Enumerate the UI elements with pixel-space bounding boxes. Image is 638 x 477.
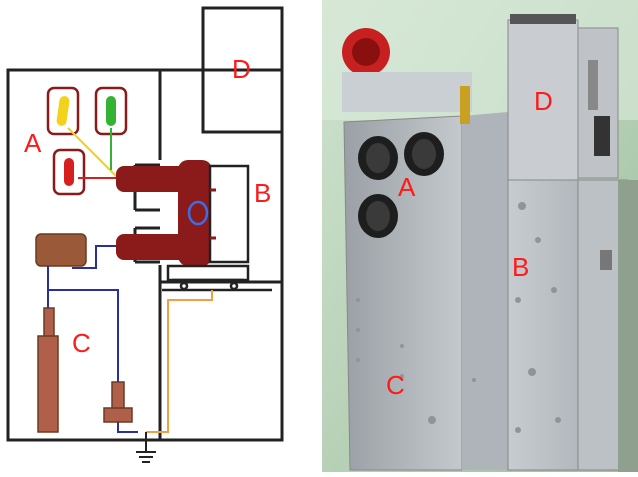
top-box-d: [507, 14, 619, 181]
surge-arrester: [37, 307, 59, 433]
circuit-breaker: [116, 160, 250, 266]
bushings-a: [358, 132, 444, 238]
red-fan: [342, 28, 390, 76]
busbar-connections: [67, 127, 119, 179]
earth-wiring: [146, 290, 213, 433]
label-d-photo: D: [534, 86, 553, 116]
earthing-device: [103, 381, 133, 423]
current-transformer: [35, 233, 87, 267]
label-b-photo: B: [512, 252, 529, 282]
ground-icon: [136, 432, 156, 463]
panel-holes: [356, 202, 561, 433]
label-a-diagram: A: [24, 128, 42, 158]
cabinet-outline: [6, 6, 284, 442]
label-a-photo: A: [398, 172, 416, 202]
control-wiring: [47, 245, 138, 433]
breaker-truck: [162, 264, 272, 292]
label-c-diagram: C: [72, 328, 91, 358]
label-c-photo: C: [386, 370, 405, 400]
schematic-diagram: D A B: [0, 0, 320, 472]
label-b-diagram: B: [254, 178, 271, 208]
label-d-diagram: D: [232, 54, 251, 84]
switchgear-photo: D A B C: [322, 0, 638, 472]
